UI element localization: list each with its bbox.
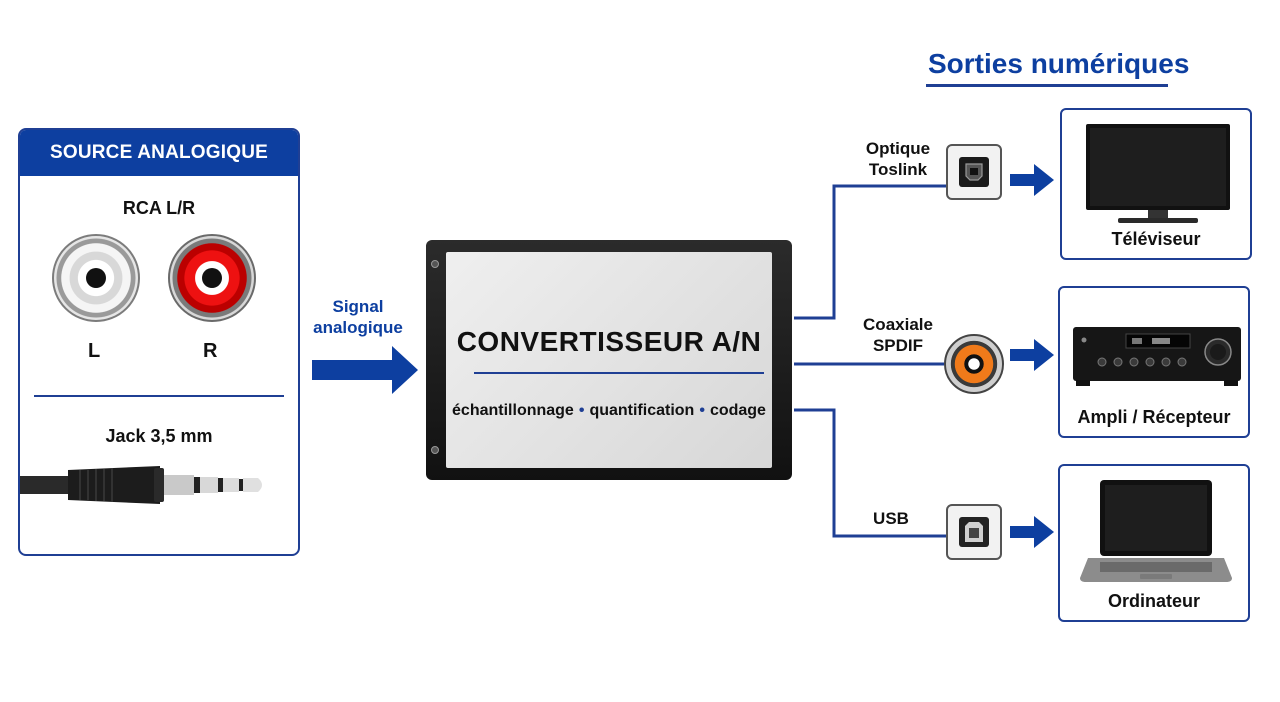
source-divider bbox=[34, 395, 284, 397]
connector-label-line1: USB bbox=[873, 509, 909, 528]
wire-usb bbox=[794, 408, 946, 538]
toslink-port-icon bbox=[946, 144, 1002, 200]
tv-icon bbox=[1086, 124, 1230, 223]
device-label-amplifier: Ampli / Récepteur bbox=[1077, 407, 1231, 427]
connector-label-line2: Toslink bbox=[868, 160, 928, 179]
connector-label-toslink: Optique Toslink bbox=[856, 138, 940, 180]
device-card-computer: Ordinateur bbox=[1058, 464, 1250, 622]
step-encoding: codage bbox=[709, 402, 766, 419]
connector-label-line2: SPDIF bbox=[872, 336, 924, 355]
outputs-title: Sorties numériques bbox=[928, 48, 1190, 79]
wire-toslink bbox=[794, 184, 946, 320]
coaxial-rca-icon bbox=[944, 334, 1004, 394]
converter-title: CONVERTISSEUR A/N bbox=[456, 326, 762, 357]
rca-left-white-icon bbox=[52, 234, 140, 322]
connector-label-usb: USB bbox=[856, 508, 926, 529]
input-arrow bbox=[312, 346, 418, 394]
arrow-to-tv bbox=[1010, 164, 1054, 196]
signal-label: Signal analogique bbox=[308, 296, 408, 338]
jack-title: Jack 3,5 mm bbox=[105, 426, 213, 446]
converter-face: CONVERTISSEUR A/N échantillonnage•quanti… bbox=[446, 252, 772, 468]
outputs-title-underline bbox=[926, 84, 1168, 87]
connector-label-line1: Coaxiale bbox=[863, 315, 933, 334]
jack-35mm-icon bbox=[20, 466, 262, 504]
step-separator: • bbox=[699, 402, 705, 419]
laptop-icon bbox=[1080, 480, 1232, 582]
rca-left-label: L bbox=[88, 340, 101, 362]
source-header: SOURCE ANALOGIQUE bbox=[20, 130, 298, 176]
rca-right-label: R bbox=[203, 340, 218, 362]
usb-b-port-icon bbox=[946, 504, 1002, 560]
screw-icon bbox=[431, 260, 439, 268]
converter-steps: échantillonnage•quantification•codage bbox=[446, 402, 772, 420]
device-card-tv: Téléviseur bbox=[1060, 108, 1252, 260]
rca-title: RCA L/R bbox=[122, 198, 196, 218]
step-sampling: échantillonnage bbox=[452, 402, 574, 419]
arrow-to-amplifier bbox=[1010, 339, 1054, 371]
device-label-tv: Téléviseur bbox=[1111, 229, 1201, 249]
analog-source-panel: SOURCE ANALOGIQUE RCA L/R L R Jack 3,5 m… bbox=[18, 128, 300, 556]
signal-label-line1: Signal bbox=[332, 297, 384, 316]
converter-rule bbox=[474, 372, 764, 374]
connector-label-coaxial: Coaxiale SPDIF bbox=[856, 314, 940, 356]
device-card-amplifier: Ampli / Récepteur bbox=[1058, 286, 1250, 438]
connector-label-line1: Optique bbox=[865, 139, 931, 158]
device-label-computer: Ordinateur bbox=[1107, 591, 1200, 611]
step-separator: • bbox=[578, 402, 585, 419]
screw-icon bbox=[431, 446, 439, 454]
rca-right-red-icon bbox=[168, 234, 256, 322]
converter-box: CONVERTISSEUR A/N échantillonnage•quanti… bbox=[426, 240, 792, 480]
signal-label-line2: analogique bbox=[313, 318, 403, 337]
step-quantization: quantification bbox=[589, 402, 695, 419]
arrow-to-computer bbox=[1010, 516, 1054, 548]
amplifier-icon bbox=[1073, 327, 1241, 386]
